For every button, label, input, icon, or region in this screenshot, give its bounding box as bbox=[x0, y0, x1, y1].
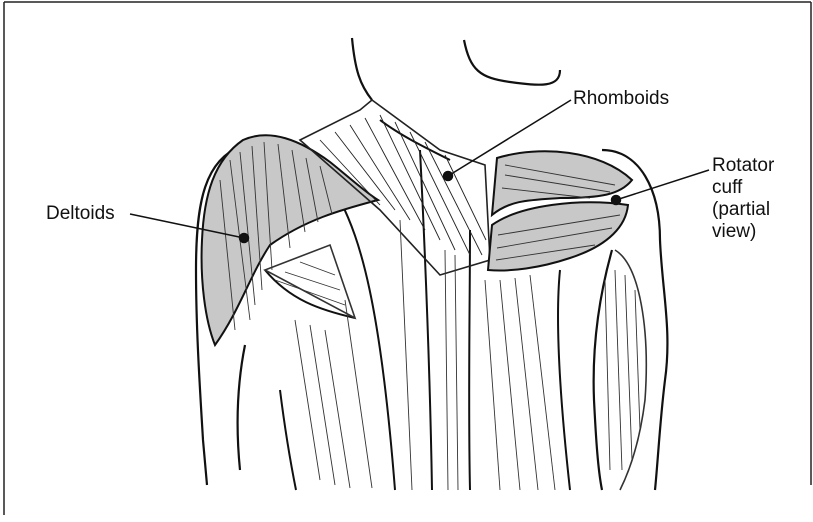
rotator-cuff-marker bbox=[612, 196, 621, 205]
rotator-cuff-label-line: (partial bbox=[712, 199, 774, 221]
deltoids-label: Deltoids bbox=[46, 203, 115, 225]
rotator-cuff-label-line: cuff bbox=[712, 177, 774, 199]
figure-frame bbox=[4, 2, 811, 515]
rhomboids-marker bbox=[444, 172, 453, 181]
deltoid-muscle bbox=[202, 135, 378, 345]
deltoids-marker bbox=[240, 234, 249, 243]
rotator-cuff-label-line: view) bbox=[712, 221, 774, 243]
neck bbox=[352, 38, 560, 100]
rotator-cuff-leader-line bbox=[616, 170, 709, 200]
right-arm-contour bbox=[594, 150, 668, 490]
rhomboids-label: Rhomboids bbox=[573, 88, 669, 110]
right-upper-arm-muscles bbox=[605, 250, 646, 490]
rotator-cuff-label-line: Rotator bbox=[712, 155, 774, 177]
rotator-cuff-label: Rotator cuff (partial view) bbox=[712, 155, 774, 243]
